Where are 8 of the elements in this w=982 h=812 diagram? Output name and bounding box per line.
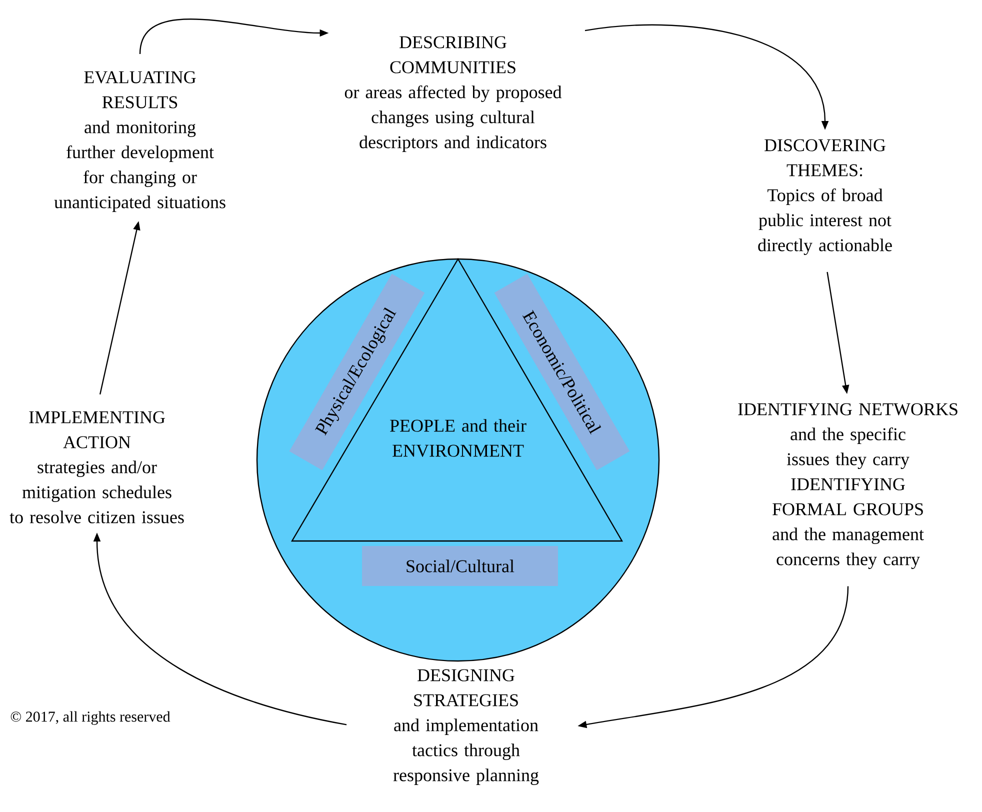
copyright-note: © 2017, all rights reserved [10, 711, 170, 725]
stage-text: IDENTIFYING NETWORKS and the specific issues they carry IDENTIFYING FORMAL GROUPS and the management concerns they carry [738, 403, 958, 570]
stage-text: IMPLEMENTING ACTION strategies and/or mitigation schedules to resolve citizen issues [10, 411, 184, 524]
stage-text: DISCOVERING THEMES: Topics of broad public interest not directly actionable [758, 139, 892, 255]
stage-text: DESIGNING STRATEGIES and implementation tactics through responsive planning [393, 669, 539, 786]
stage-text: DESCRIBING COMMUNITIES or areas affected by proposed changes using cultural descriptors and indicators [344, 36, 562, 152]
band: Social/Cultural [362, 546, 558, 586]
stage-text: EVALUATING RESULTS and monitoring further development for changing or unanticipated situations [54, 71, 226, 212]
